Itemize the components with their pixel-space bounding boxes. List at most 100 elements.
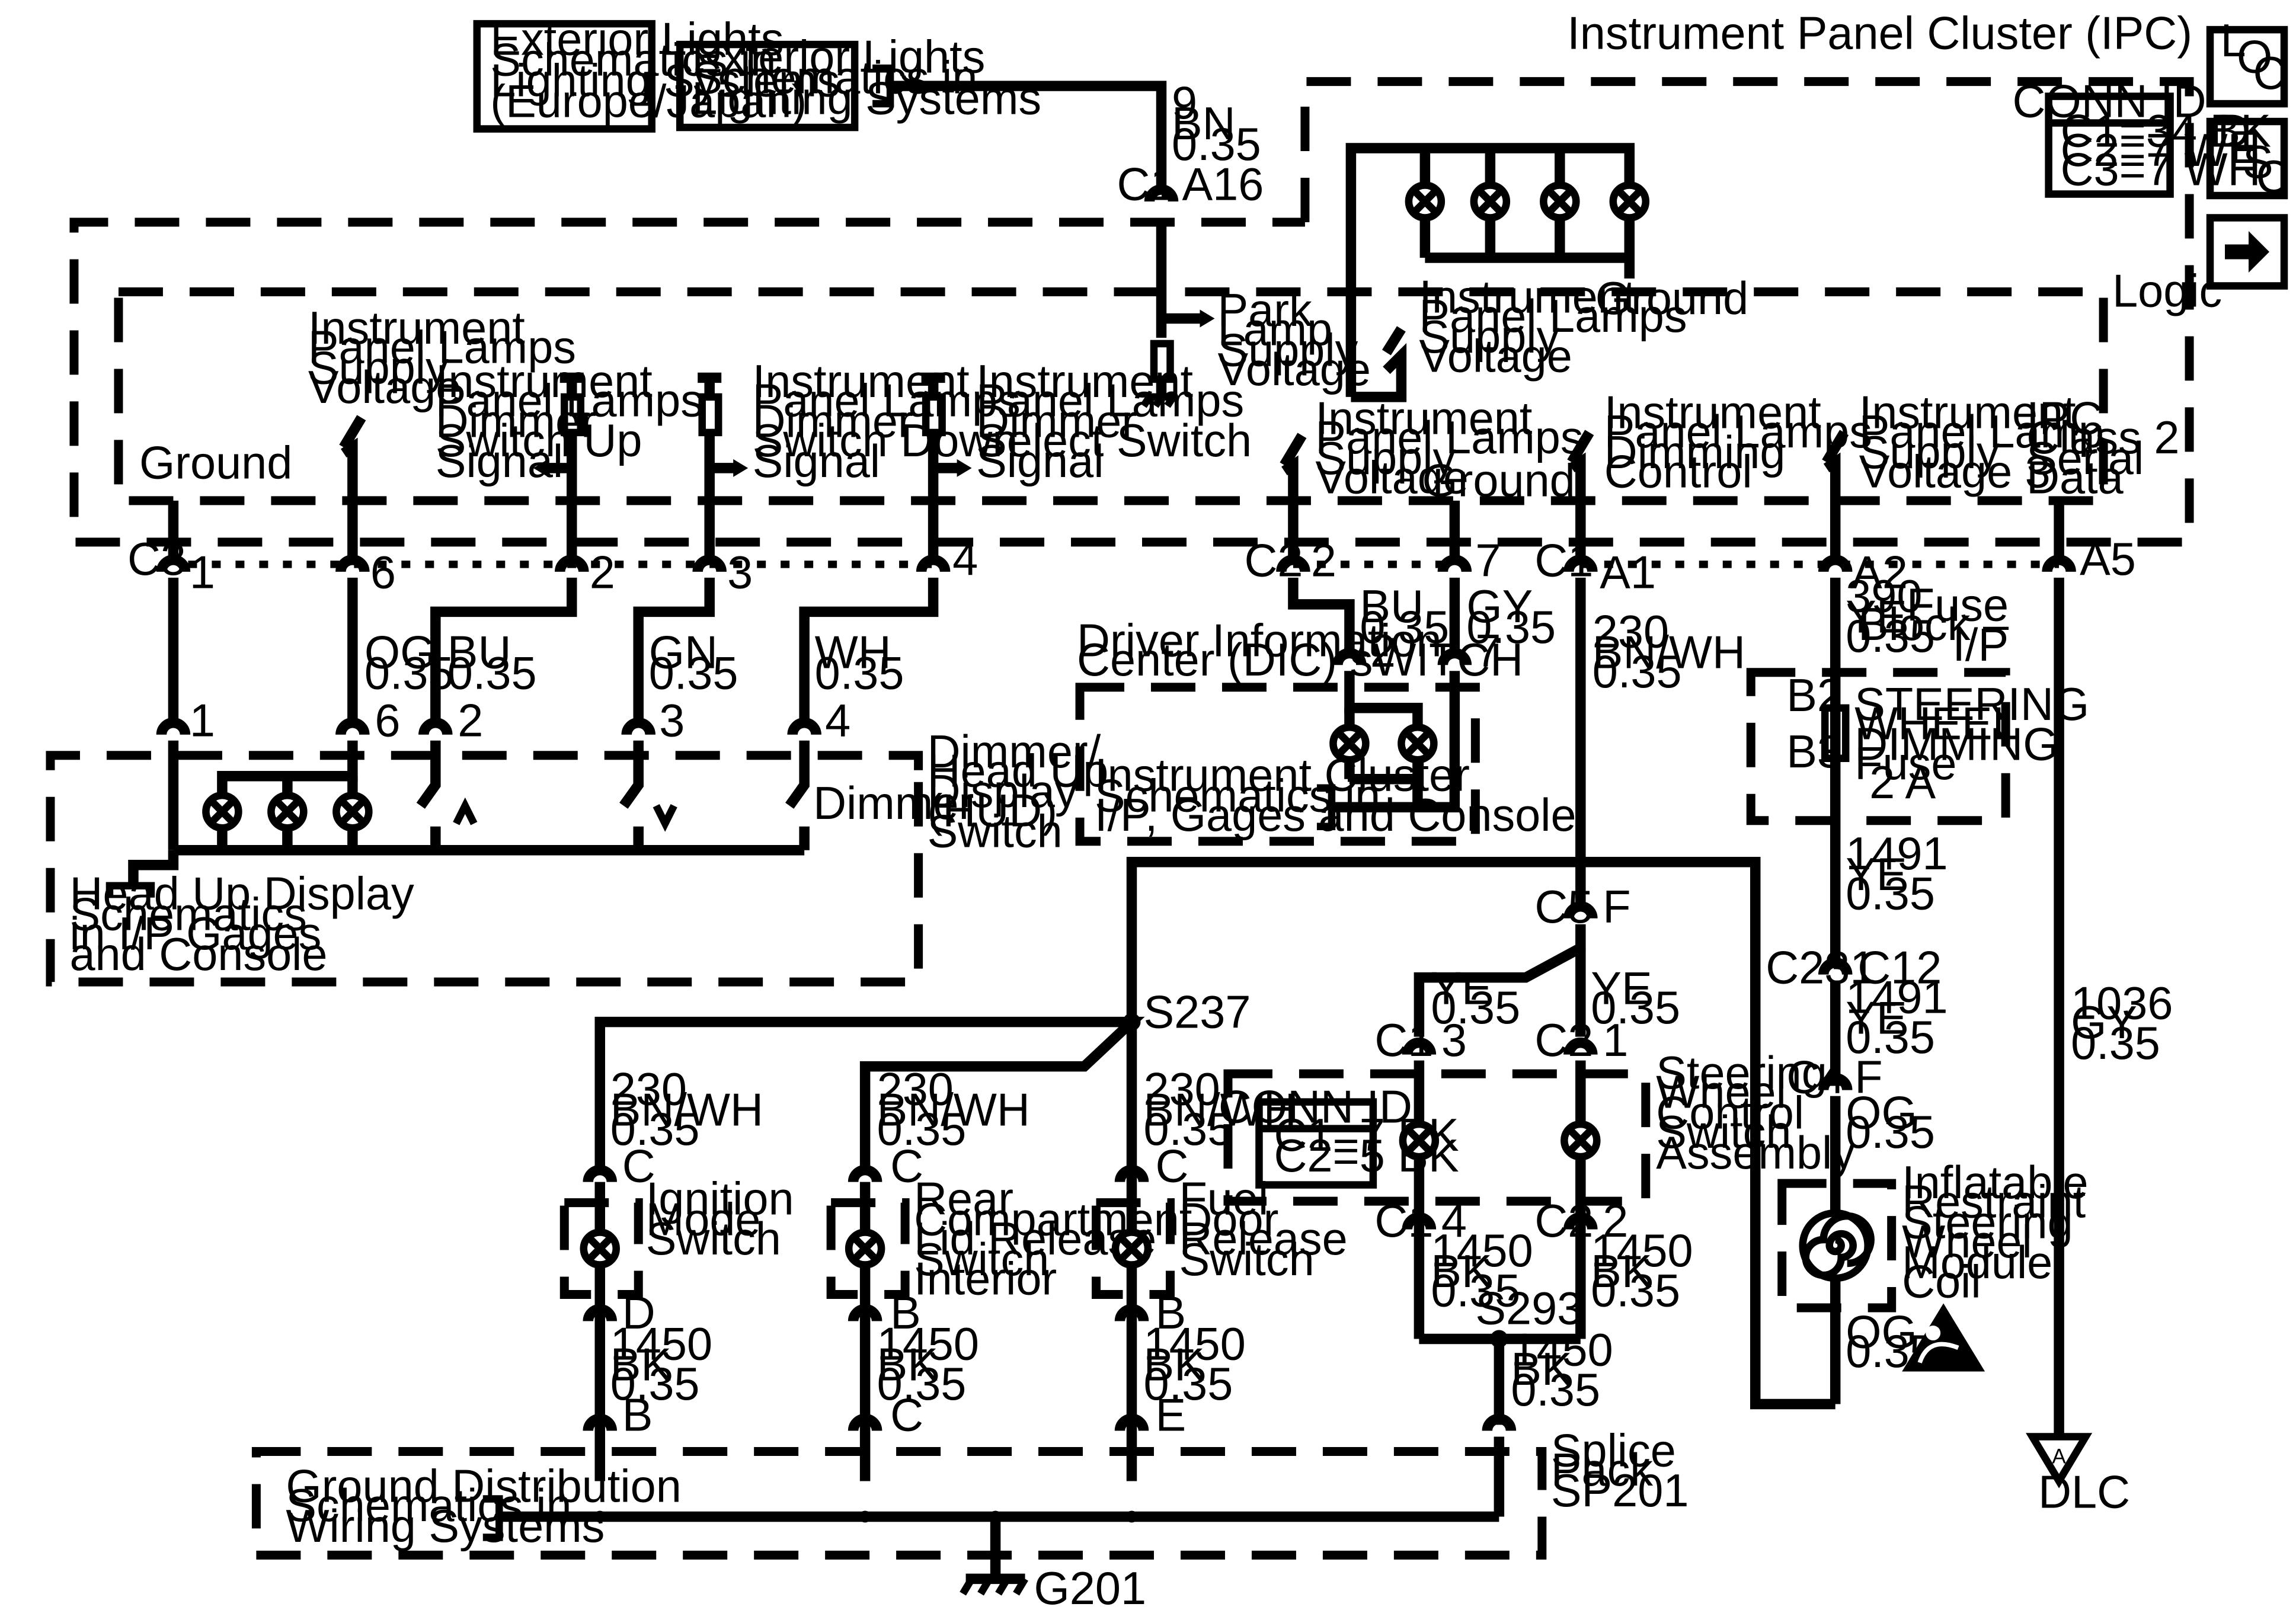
rear-compartment-lid-switch	[826, 1164, 910, 1481]
diagram-label: 1450	[1511, 1325, 1613, 1376]
diagram-label: Instrument	[1859, 387, 2076, 438]
diagram-label: Panel Lamps	[1419, 291, 1687, 342]
diagram-label: BN/WH	[610, 1085, 763, 1136]
diagram-label: Supply	[1859, 427, 2000, 478]
next-page-arrow-button[interactable]	[2206, 214, 2288, 290]
diagram-label: Switch	[914, 1234, 1049, 1285]
ref-ground-distribution[interactable]: Ground Distribution Schematics in Wiring…	[286, 1461, 681, 1551]
ipc-lamp-cluster	[1345, 143, 1650, 402]
diagram-label: Voltage	[308, 362, 461, 413]
dic-internals	[1316, 671, 1460, 830]
diagram-label: O	[2237, 32, 2272, 83]
diagram-label: 1450	[877, 1319, 979, 1370]
diagram-label: Ground	[1422, 455, 1575, 506]
diagram-label: Module	[1902, 1237, 2052, 1288]
diagram-label: WH	[815, 627, 891, 678]
dim-up-circuit	[533, 372, 584, 563]
diagram-label: Wheel	[1656, 1067, 1786, 1118]
diagram-label: A5	[2080, 534, 2136, 585]
diagram-label: 4	[825, 695, 850, 746]
diagram-label: Panel Lamps	[753, 375, 1021, 426]
diagram-label: Rear	[914, 1174, 1013, 1225]
diagram-label: 0.35	[1846, 1107, 1935, 1158]
desc-button[interactable]: D E S C	[2206, 106, 2289, 203]
diagram-label: C1	[1117, 159, 1176, 210]
splice-pack-boundary	[251, 1446, 1547, 1560]
diagram-label: OG	[364, 627, 436, 678]
ref-hud-schematics[interactable]: Head Up Display Schematics in I/P Gages …	[69, 869, 414, 980]
dim-select-circuit	[921, 372, 972, 563]
diagram-label: A	[2052, 1445, 2066, 1468]
diagram-label: 2 A	[1869, 757, 1936, 808]
diagram-label: 3	[659, 695, 685, 746]
diagram-label: BU	[1360, 581, 1424, 632]
diagram-label: Block –	[1858, 599, 2009, 650]
diagram-label: C	[890, 1390, 923, 1441]
diagram-label: Data	[2026, 452, 2124, 503]
hud-connector-pins	[156, 718, 821, 735]
clockspring-coil-icon	[1799, 1209, 1875, 1282]
diagram-label: F	[1854, 1052, 1882, 1103]
diagram-label: YE	[1431, 964, 1492, 1014]
diagram-label: C	[890, 1141, 923, 1192]
diagram-label: Supply	[308, 343, 449, 393]
diagram-label: 7	[1475, 626, 1501, 677]
diagram-label: Splice	[1551, 1425, 1676, 1476]
diagram-label: 1	[1603, 1015, 1628, 1066]
diagram-label: 0.35	[1172, 119, 1261, 170]
coil-boundary	[1777, 1179, 1897, 1313]
diagram-label: Voltage 3	[1859, 446, 2051, 497]
diagram-label: Wiring Systems	[286, 1501, 605, 1552]
diagram-label: WHEEL	[1854, 698, 2018, 749]
diagram-label: YE	[1591, 964, 1652, 1014]
loc-button[interactable]: L O C	[2206, 15, 2288, 108]
diagram-label: 2	[1370, 626, 1396, 677]
diagram-label: Display	[928, 766, 1078, 817]
arrow-right-icon	[2225, 231, 2270, 273]
diagram-label: 2	[458, 695, 483, 746]
diagram-label: Voltage	[1419, 331, 1572, 382]
diagram-label: 1450	[1591, 1225, 1693, 1276]
splice-s293: S293	[1475, 1283, 1582, 1334]
diagram-label: L	[2221, 15, 2246, 66]
diagram-label: 6	[370, 547, 396, 598]
diagram-label: B2	[1786, 670, 1843, 721]
diagram-label: 0.35	[1466, 602, 1556, 653]
ipl-label: Instrument	[1419, 271, 1636, 322]
diagram-label: B	[1155, 1288, 1186, 1339]
diagram-label: C	[622, 1141, 655, 1192]
diagram-label: A1	[1600, 547, 1656, 598]
diagram-label: Fuse	[1907, 580, 2009, 630]
dlc-connector-icon[interactable]: A	[2026, 1433, 2093, 1489]
diagram-label: in I/P Gages	[69, 908, 321, 959]
diagram-label: A2	[1851, 547, 1908, 598]
diagram-label: 390	[1846, 571, 1922, 622]
diagram-label: Voltage	[1315, 452, 1468, 503]
diagram-label: GY	[2071, 997, 2137, 1048]
diagram-label: CONN ID	[1219, 1082, 1412, 1133]
diagram-label: YE	[1846, 591, 1907, 642]
diagram-label: BN/WH	[1593, 627, 1745, 678]
diagram-label: 1036	[2071, 978, 2173, 1029]
ref-box-exterior-lights-eu[interactable]: Exterior Lights Schematics in Lighting S…	[473, 14, 840, 133]
diagram-label: GN	[649, 627, 718, 678]
diagram-label: D	[622, 1288, 655, 1339]
diagram-label: YE	[1846, 849, 1907, 900]
diagram-label: I/P, Gages and Console	[1095, 790, 1576, 841]
diagram-label: Class 2	[2026, 412, 2179, 463]
diagram-label: BK	[1511, 1344, 1572, 1395]
diagram-label: C3	[127, 534, 186, 585]
diagram-label: 0.35	[1846, 1012, 1935, 1063]
diagram-label: I/P	[1952, 620, 2009, 671]
ref-box-exterior-lights[interactable]: Exterior Lights Schematics in Lighting S…	[676, 32, 1041, 132]
diagram-label: Panel Lamps	[976, 375, 1244, 426]
diagram-label: F	[1603, 882, 1630, 933]
diagram-label: Coil	[1902, 1257, 1981, 1308]
diagram-label: Panel Lamps	[1604, 406, 1872, 457]
diagram-label: 0.35	[1593, 646, 1682, 697]
diagram-label: Lamp	[1217, 304, 1332, 355]
diagram-label: 0.35	[364, 648, 454, 699]
ref-instrument-cluster[interactable]: Instrument Cluster Schematics in I/P, Ga…	[1095, 750, 1576, 841]
diagram-label: S	[2243, 137, 2273, 188]
